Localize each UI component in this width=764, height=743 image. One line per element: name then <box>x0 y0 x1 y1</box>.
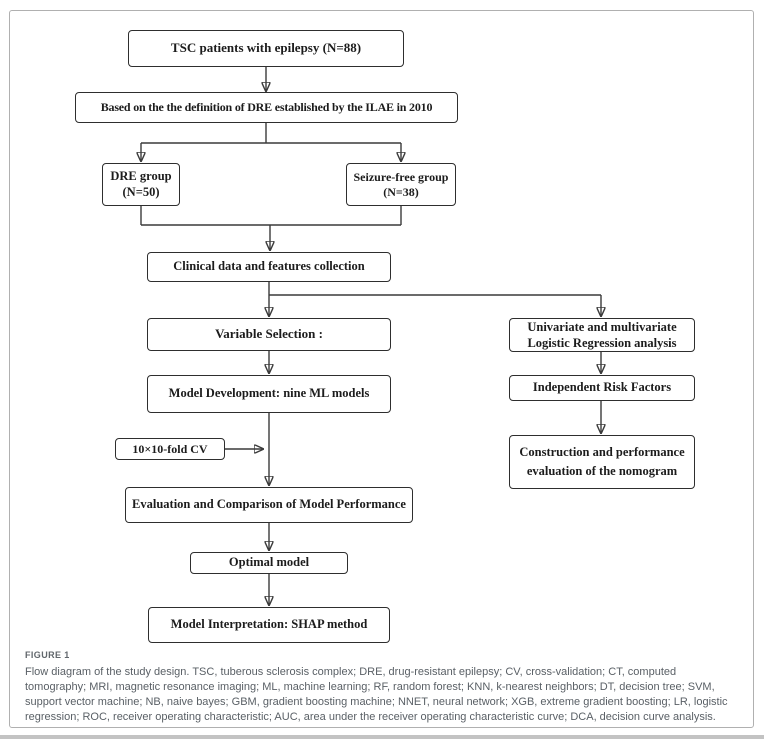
node-dre-definition: Based on the the definition of DRE estab… <box>75 92 458 123</box>
figure-caption-block: FIGURE 1 Flow diagram of the study desig… <box>25 650 739 724</box>
node-univariate-logistic: Univariate and multivariate Logistic Reg… <box>509 318 695 352</box>
node-construction-nomogram: Construction and performance evaluation … <box>509 435 695 489</box>
node-seizure-free-group: Seizure-free group (N=38) <box>346 163 456 206</box>
node-clinical-data: Clinical data and features collection <box>147 252 391 282</box>
page-bottom-divider <box>0 735 764 739</box>
node-evaluation-comparison: Evaluation and Comparison of Model Perfo… <box>125 487 413 523</box>
node-dre-group: DRE group (N=50) <box>102 163 180 206</box>
node-model-development: Model Development: nine ML models <box>147 375 391 413</box>
figure-caption-text: Flow diagram of the study design. TSC, t… <box>25 666 728 723</box>
node-variable-selection: Variable Selection : <box>147 318 391 351</box>
node-cv: 10×10-fold CV <box>115 438 225 460</box>
node-tsc-patients: TSC patients with epilepsy (N=88) <box>128 30 404 67</box>
node-model-interpretation: Model Interpretation: SHAP method <box>148 607 390 643</box>
node-optimal-model: Optimal model <box>190 552 348 574</box>
node-independent-risk-factors: Independent Risk Factors <box>509 375 695 401</box>
figure-label: FIGURE 1 <box>25 650 70 660</box>
